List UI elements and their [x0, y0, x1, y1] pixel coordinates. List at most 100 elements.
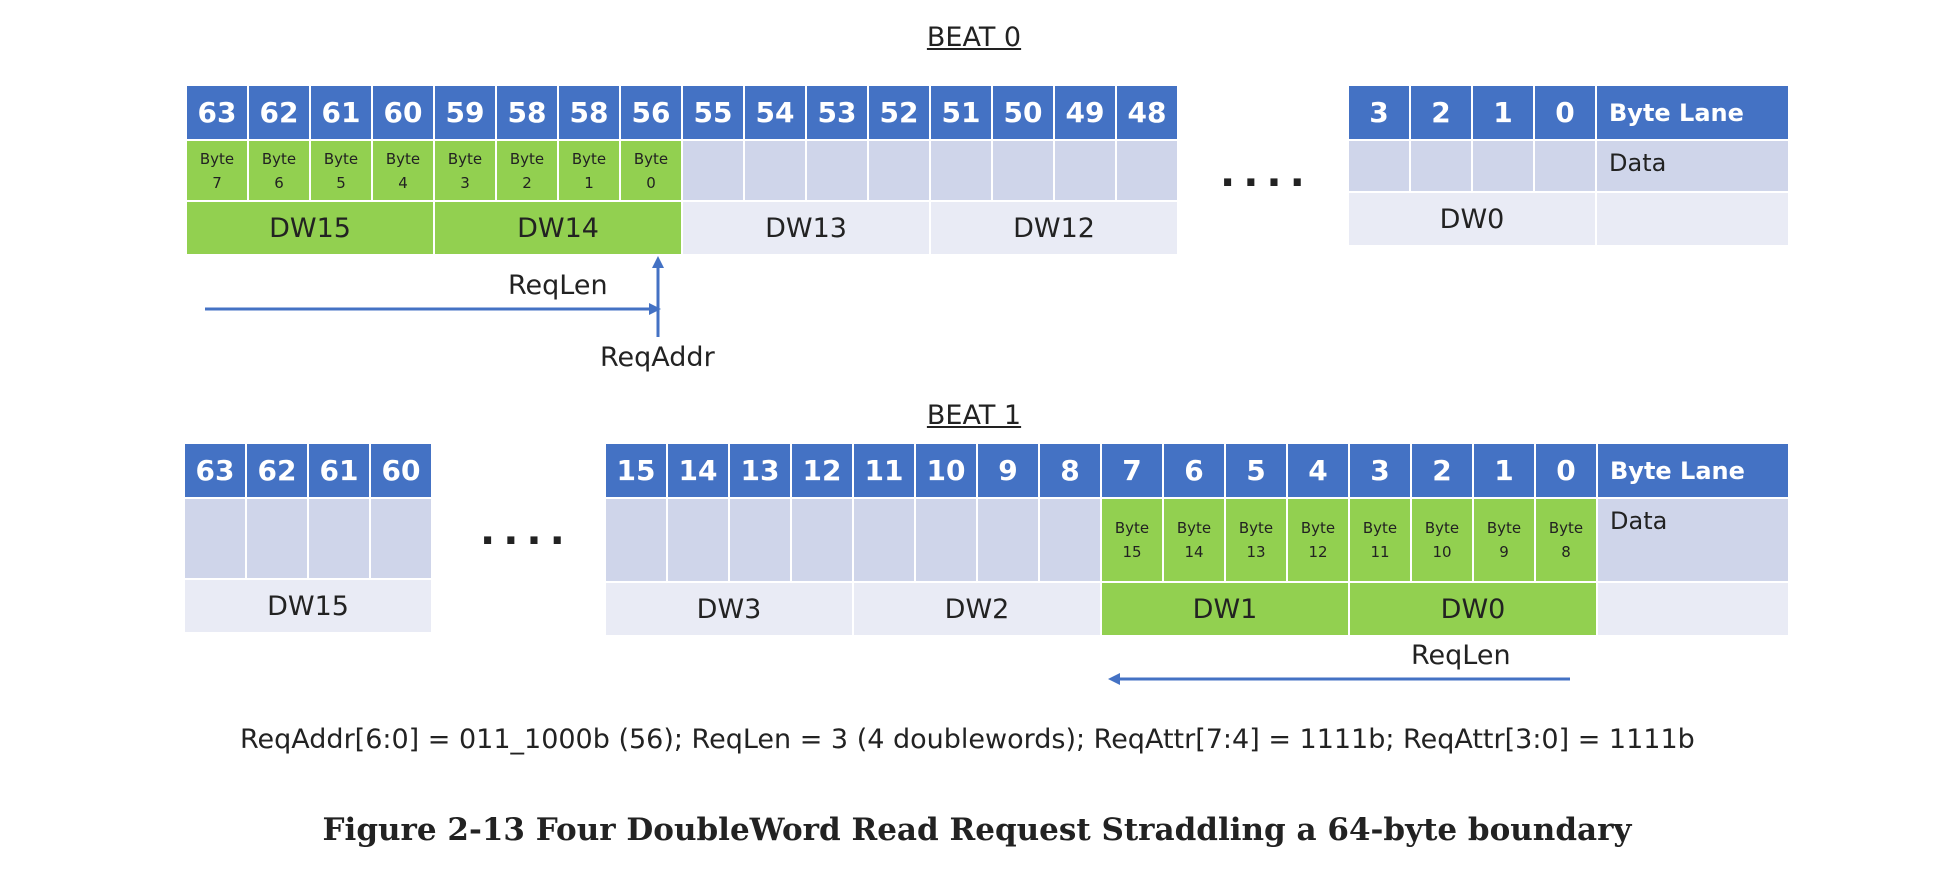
byte-index: 15 — [1122, 543, 1142, 561]
beat1-dw15: DW15 — [185, 580, 433, 634]
beat1-title: BEAT 1 — [926, 400, 1022, 431]
beat1-dw1: DW1 — [1102, 583, 1350, 637]
beat1-dw-empty — [1598, 583, 1790, 637]
beat1-lane-10: 10 — [916, 444, 978, 499]
beat1-data-empty — [916, 499, 978, 583]
beat0-arrows — [205, 256, 664, 337]
beat1-lane-3: 3 — [1350, 444, 1412, 499]
beat1-byte-15: Byte 15 — [1102, 499, 1164, 583]
beat0-lane-58a: 58 — [497, 86, 559, 141]
beat1-lane-9: 9 — [978, 444, 1040, 499]
beat1-lane-2: 2 — [1412, 444, 1474, 499]
byte-word: Byte — [509, 149, 545, 168]
beat1-data-empty — [978, 499, 1040, 583]
beat1-ellipsis: .... — [480, 508, 573, 554]
byte-word: Byte — [1176, 519, 1212, 537]
beat1-data-empty — [792, 499, 854, 583]
beat0-lane-51: 51 — [931, 86, 993, 141]
beat1-byte-9: Byte 9 — [1474, 499, 1536, 583]
beat0-reqlen-label: ReqLen — [508, 270, 608, 301]
beat1-lane-1: 1 — [1474, 444, 1536, 499]
beat0-lane-59: 59 — [435, 86, 497, 141]
beat1-lane-13: 13 — [730, 444, 792, 499]
beat0-byte-1: Byte 1 — [559, 141, 621, 202]
beat1-reqlen-label: ReqLen — [1411, 640, 1511, 671]
beat0-data-empty — [745, 141, 807, 202]
beat1-data-empty — [247, 499, 309, 580]
beat0-dw13: DW13 — [683, 202, 931, 256]
byte-word: Byte — [323, 149, 359, 168]
beat1-data-empty — [730, 499, 792, 583]
beat1-data-label: Data — [1598, 499, 1790, 583]
beat1-lane-8: 8 — [1040, 444, 1102, 499]
beat0-lane-52: 52 — [869, 86, 931, 141]
beat0-lane-48: 48 — [1117, 86, 1179, 141]
byte-word: Byte — [1114, 519, 1150, 537]
beat0-byte-5: Byte 5 — [311, 141, 373, 202]
beat0-lane-2: 2 — [1411, 86, 1473, 141]
byte-word: Byte — [1486, 519, 1522, 537]
byte-word: Byte — [447, 149, 483, 168]
beat1-arrows — [1108, 673, 1570, 685]
byte-index: 7 — [212, 173, 222, 192]
beat1-data-empty — [1040, 499, 1102, 583]
reqlen-arrow-head — [649, 303, 661, 315]
beat0-data-empty — [1473, 141, 1535, 193]
beat0-lane-63: 63 — [187, 86, 249, 141]
beat0-title: BEAT 0 — [926, 22, 1022, 53]
byte-index: 12 — [1308, 543, 1328, 561]
beat0-data-empty — [1349, 141, 1411, 193]
byte-index: 9 — [1499, 543, 1509, 561]
byte-index: 5 — [336, 173, 346, 192]
beat1-data-empty — [606, 499, 668, 583]
byte-word: Byte — [261, 149, 297, 168]
beat1-lane-63: 63 — [185, 444, 247, 499]
beat0-lane-61: 61 — [311, 86, 373, 141]
byte-word: Byte — [1548, 519, 1584, 537]
byte-index: 1 — [584, 173, 594, 192]
byte-index: 2 — [522, 173, 532, 192]
beat1-lane-5: 5 — [1226, 444, 1288, 499]
beat0-dw14: DW14 — [435, 202, 683, 256]
byte-index: 8 — [1561, 543, 1571, 561]
beat0-data-empty — [993, 141, 1055, 202]
beat1-dw2: DW2 — [854, 583, 1102, 637]
byte-word: Byte — [633, 149, 669, 168]
beat0-lane-62: 62 — [249, 86, 311, 141]
reqaddr-arrow-head — [652, 256, 664, 268]
byte-word: Byte — [385, 149, 421, 168]
beat0-lane-60: 60 — [373, 86, 435, 141]
beat0-data-empty — [869, 141, 931, 202]
reqlen-arrow-head — [1108, 673, 1120, 685]
beat1-lane-61: 61 — [309, 444, 371, 499]
beat0-lane-50: 50 — [993, 86, 1055, 141]
figure-caption: Figure 2-13 Four DoubleWord Read Request… — [322, 812, 1632, 848]
beat0-data-empty — [1535, 141, 1597, 193]
byte-index: 14 — [1184, 543, 1204, 561]
beat1-data-empty — [668, 499, 730, 583]
beat0-lane-58b: 58 — [559, 86, 621, 141]
beat0-dw0: DW0 — [1349, 193, 1597, 247]
beat1-lane-15: 15 — [606, 444, 668, 499]
beat1-byte-14: Byte 14 — [1164, 499, 1226, 583]
beat0-ellipsis: .... — [1220, 150, 1313, 196]
beat0-lane-1: 1 — [1473, 86, 1535, 141]
request-summary: ReqAddr[6:0] = 011_1000b (56); ReqLen = … — [240, 724, 1695, 755]
beat1-lane-11: 11 — [854, 444, 916, 499]
beat1-lane-7: 7 — [1102, 444, 1164, 499]
beat0-byte-3: Byte 3 — [435, 141, 497, 202]
beat1-lane-14: 14 — [668, 444, 730, 499]
beat0-lane-3: 3 — [1349, 86, 1411, 141]
byte-index: 3 — [460, 173, 470, 192]
beat0-lane-54: 54 — [745, 86, 807, 141]
beat1-data-empty — [309, 499, 371, 580]
byte-word: Byte — [571, 149, 607, 168]
byte-word: Byte — [1362, 519, 1398, 537]
